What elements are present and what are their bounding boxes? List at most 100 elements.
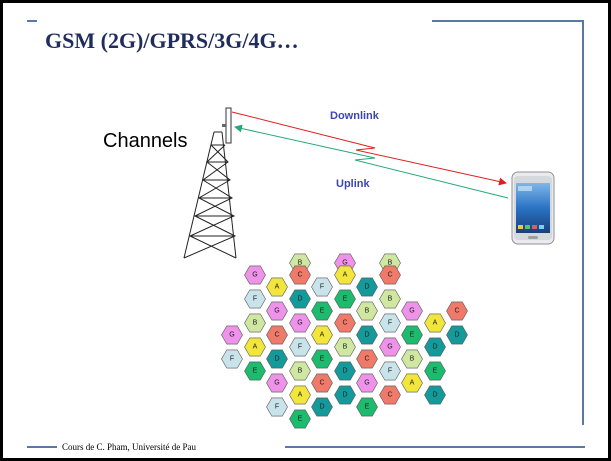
hex-cell-d (446, 325, 468, 345)
antenna-tower-icon (183, 107, 237, 259)
hex-cell-a (401, 373, 423, 393)
hex-cell-c (334, 313, 356, 333)
hex-cell-b (356, 301, 378, 321)
hex-cell-f (311, 277, 333, 297)
hex-cell-c (289, 265, 311, 285)
hex-cell-label: F (388, 320, 392, 327)
hex-cell-label: A (433, 320, 438, 327)
downlink-arrow (231, 111, 507, 186)
hex-cell-f (266, 397, 288, 417)
slide-title: GSM (2G)/GPRS/3G/4G… (45, 28, 299, 53)
hex-cell-a (289, 385, 311, 405)
hex-cell-label: E (343, 296, 348, 303)
hex-cell-c (266, 325, 288, 345)
hex-cell-f (244, 289, 266, 309)
hex-cell-label: G (364, 380, 369, 387)
hex-cell-d (356, 325, 378, 345)
hex-cell-d (289, 289, 311, 309)
hex-cell-d (334, 385, 356, 405)
hex-cell-label: D (342, 392, 347, 399)
hex-cell-f (379, 361, 401, 381)
hex-cell-g (266, 373, 288, 393)
hex-cell-label: A (320, 332, 325, 339)
hex-cell-label: B (253, 320, 258, 327)
hex-cell-label: D (364, 332, 369, 339)
frame-bottom-right (285, 446, 585, 448)
hex-cell-e (244, 361, 266, 381)
hex-cell-label: B (298, 260, 303, 267)
hex-cell-label: D (432, 344, 437, 351)
hex-cell-label: D (319, 404, 324, 411)
hex-cell-a (311, 325, 333, 345)
hex-cell-label: F (388, 368, 392, 375)
hex-cell-label: E (320, 308, 325, 315)
hex-cell-label: G (274, 308, 279, 315)
hex-cell-c (446, 301, 468, 321)
hex-cell-e (424, 361, 446, 381)
hex-cell-b (334, 337, 356, 357)
hex-cell-label: G (229, 332, 234, 339)
hex-cell-label: A (343, 272, 348, 279)
hex-cell-e (311, 349, 333, 369)
hex-cell-c (379, 265, 401, 285)
hex-cell-a (244, 337, 266, 357)
hex-cell-label: D (342, 368, 347, 375)
hex-cell-d (334, 361, 356, 381)
hex-cell-e (401, 325, 423, 345)
hex-cell-label: C (319, 380, 324, 387)
hex-cell-c (379, 385, 401, 405)
uplink-label: Uplink (336, 178, 370, 190)
hex-cell-f (289, 337, 311, 357)
hex-cell-f (379, 313, 401, 333)
hex-cell-c (311, 373, 333, 393)
hex-cell-g (221, 325, 243, 345)
hex-cell-label: C (342, 320, 347, 327)
hex-cell-a (334, 265, 356, 285)
hex-cell-d (424, 385, 446, 405)
hex-cell-g (244, 265, 266, 285)
hex-cell-a (266, 277, 288, 297)
frame-top-right (432, 20, 584, 22)
hex-cell-f (221, 349, 243, 369)
hex-cell-label: B (343, 344, 348, 351)
hex-cell-b (244, 313, 266, 333)
footer-text: Cours de C. Pham, Université de Pau (62, 442, 196, 452)
hex-cell-label: G (387, 344, 392, 351)
hex-cell-label: C (297, 272, 302, 279)
hex-cell-d (424, 337, 446, 357)
hex-cell-label: F (298, 344, 302, 351)
hex-cell-label: B (365, 308, 370, 315)
hex-cell-label: A (253, 344, 258, 351)
hex-cell-label: E (253, 368, 258, 375)
hex-cell-label: G (297, 320, 302, 327)
hex-cell-label: E (410, 332, 415, 339)
hex-cell-label: B (298, 368, 303, 375)
hex-cell-label: G (409, 308, 414, 315)
hex-cell-label: F (230, 356, 234, 363)
frame-bottom-left (27, 446, 57, 448)
hex-cell-label: E (320, 356, 325, 363)
hex-cell-a (424, 313, 446, 333)
hex-cell-label: B (388, 296, 393, 303)
hex-cell-label: A (410, 380, 415, 387)
hex-cell-label: E (298, 416, 303, 423)
smartphone-icon (511, 171, 555, 245)
hex-cell-label: D (432, 392, 437, 399)
hex-cell-g (379, 337, 401, 357)
hex-cell-label: C (387, 272, 392, 279)
hex-cell-label: F (320, 284, 324, 291)
hex-cell-e (311, 301, 333, 321)
hex-cell-label: G (274, 380, 279, 387)
hex-cell-b (379, 289, 401, 309)
hex-cell-c (356, 349, 378, 369)
frame-right (582, 20, 584, 425)
frame-top-left (27, 20, 37, 22)
hex-cell-label: A (298, 392, 303, 399)
channels-label: Channels (103, 130, 188, 152)
hex-cell-g (266, 301, 288, 321)
hex-cell-e (289, 409, 311, 429)
slide-background (3, 3, 608, 458)
hex-cell-d (356, 277, 378, 297)
